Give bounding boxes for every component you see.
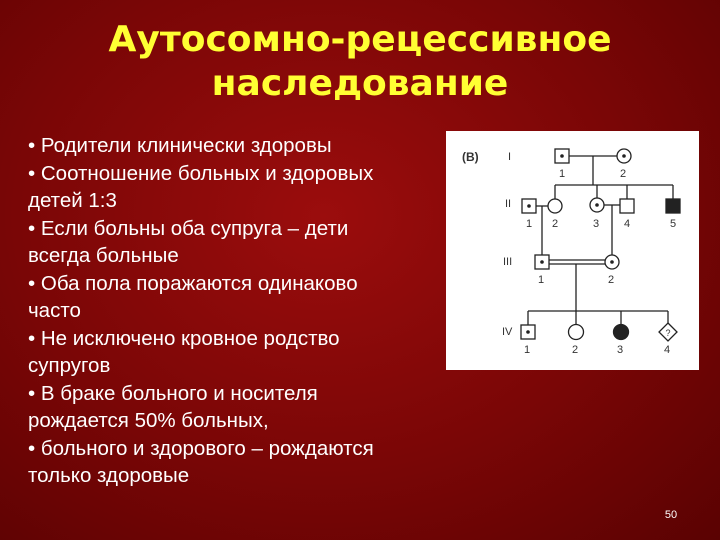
panel-label: (B)	[462, 150, 479, 164]
affected-female	[612, 323, 630, 341]
carrier-dot	[610, 260, 614, 264]
generation-label: IV	[502, 326, 513, 338]
bullet-line: супругов	[28, 354, 111, 377]
bullet-line: • Родители клинически здоровы	[28, 134, 332, 157]
unknown-sex-diamond	[658, 322, 678, 342]
carrier-dot	[622, 154, 626, 158]
generation-label: I	[508, 151, 511, 163]
bullet-line: • В браке больного и носителя	[28, 381, 318, 405]
healthy-female	[567, 323, 585, 341]
bullet-line: • Соотношение больных и здоровых	[28, 161, 374, 185]
carrier-dot	[526, 330, 530, 334]
bullet-line: • Если больны оба супруга – дети	[28, 216, 349, 240]
individual-number: 2	[620, 168, 626, 180]
individual-number: 5	[670, 218, 676, 230]
individual-number: 1	[559, 168, 565, 180]
individual-number: 1	[538, 274, 544, 286]
generation-2: 1 2 3 4 5	[521, 185, 681, 249]
healthy-male	[619, 198, 635, 214]
healthy-female	[547, 198, 563, 214]
bullet-list: • Родители клинически здоровы • Соотноше…	[28, 132, 458, 490]
individual-number: 2	[552, 218, 558, 230]
generation-label: III	[503, 256, 512, 268]
bullet-line: часто	[28, 299, 81, 322]
bullet-line: только здоровые	[28, 464, 190, 487]
pedigree-svg: (B) I II III IV 1 2	[462, 148, 681, 356]
carrier-dot	[595, 203, 599, 207]
slide-title: Аутосомно-рецессивное наследование	[60, 18, 660, 106]
pedigree-diagram: (B) I II III IV 1 2	[446, 131, 699, 370]
unknown-mark: ?	[665, 328, 670, 338]
carrier-dot	[527, 204, 531, 208]
bullet-line: • Оба пола поражаются одинаково	[28, 271, 358, 295]
generation-3: 1 2	[528, 249, 668, 312]
individual-number: 3	[617, 344, 623, 356]
individual-number: 1	[524, 344, 530, 356]
individual-number: 3	[593, 218, 599, 230]
generation-label: II	[505, 198, 511, 210]
generation-4: ? 1 2 3 4	[520, 311, 678, 356]
affected-male	[665, 198, 681, 214]
bullet-line: детей 1:3	[28, 189, 117, 212]
bullet-line: рождается 50% больных,	[28, 409, 269, 432]
bullet-line: • Не исключено кровное родство	[28, 326, 340, 350]
individual-number: 1	[526, 218, 532, 230]
title-line-2: наследование	[211, 63, 509, 104]
bullet-line: • больного и здорового – рождаются	[28, 436, 374, 460]
carrier-dot	[560, 154, 564, 158]
individual-number: 4	[664, 344, 670, 356]
individual-number: 2	[608, 274, 614, 286]
generation-1: 1 2	[554, 148, 673, 186]
bullet-line: всегда больные	[28, 244, 179, 267]
individual-number: 4	[624, 218, 630, 230]
page-number: 50	[664, 509, 678, 521]
individual-number: 2	[572, 344, 578, 356]
title-line-1: Аутосомно-рецессивное	[108, 19, 612, 60]
carrier-dot	[540, 260, 544, 264]
